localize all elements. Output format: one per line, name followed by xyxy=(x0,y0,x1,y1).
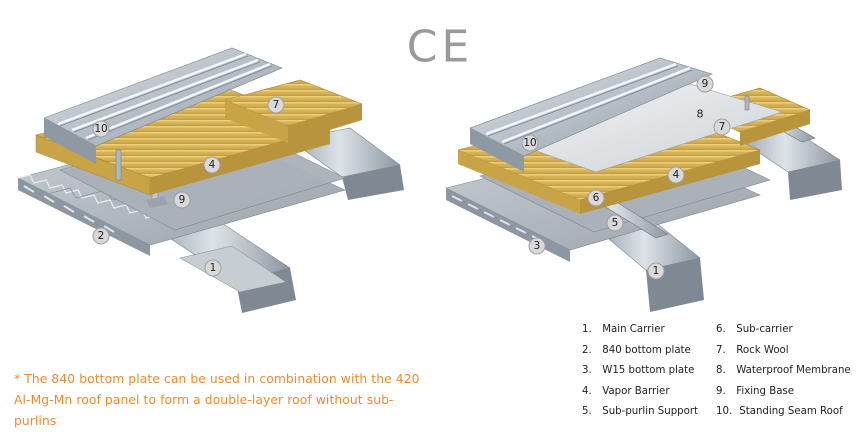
svg-text:4: 4 xyxy=(673,169,680,181)
legend-item: 4. Vapor Barrier xyxy=(582,385,670,397)
legend-column-left: 1. Main Carrier 2. 840 bottom plate 3. W… xyxy=(582,320,698,423)
legend-item: 3. W15 bottom plate xyxy=(582,365,695,376)
svg-text:6: 6 xyxy=(593,192,600,204)
legend-item: 6. Sub-carrier xyxy=(716,324,793,335)
svg-text:5: 5 xyxy=(612,217,619,229)
legend-item: 8. Waterproof Membrane xyxy=(716,365,851,376)
svg-text:9: 9 xyxy=(179,194,186,206)
callout-badge: 3 xyxy=(528,237,546,255)
callout-badge: 2 xyxy=(92,227,110,245)
svg-text:7: 7 xyxy=(273,99,280,111)
svg-text:10: 10 xyxy=(523,137,536,149)
callout-badge: 7 xyxy=(713,118,731,136)
legend-item: 2. 840 bottom plate xyxy=(582,344,691,356)
right-main-carrier-beams xyxy=(597,127,842,312)
callout-badge: 5 xyxy=(606,214,624,232)
svg-text:9: 9 xyxy=(702,78,709,90)
ce-mark-icon: CE xyxy=(407,22,474,73)
left-assembly xyxy=(17,47,404,313)
callout-badge: 4 xyxy=(203,156,221,174)
svg-text:CE: CE xyxy=(407,22,474,73)
svg-text:1: 1 xyxy=(653,265,660,277)
callout-badge: 1 xyxy=(647,262,665,280)
callout-badge: 9 xyxy=(696,75,714,93)
svg-text:2: 2 xyxy=(98,230,105,242)
callout-plain-number: 8 xyxy=(697,108,704,121)
svg-text:1: 1 xyxy=(210,262,217,274)
left-rock-wool xyxy=(35,79,363,196)
legend-item: 1. Main Carrier xyxy=(582,324,665,335)
legend-item: 5. Sub-purlin Support xyxy=(582,406,699,417)
svg-text:3: 3 xyxy=(534,240,541,252)
legend-item: 10. Standing Seam Roof xyxy=(716,406,843,417)
callout-badge: 4 xyxy=(667,166,685,184)
callout-badge: 10 xyxy=(521,134,539,152)
left-callouts: 10 7 4 9 2 1 xyxy=(92,96,285,277)
legend-column-right: 6. Sub-carrier 7. Rock Wool 8. Waterproo… xyxy=(716,320,851,423)
svg-text:7: 7 xyxy=(719,121,726,133)
bottom-plate-note: * The 840 bottom plate can be used in co… xyxy=(14,372,420,428)
right-assembly xyxy=(445,57,842,312)
callout-badge: 1 xyxy=(204,259,222,277)
svg-text:4: 4 xyxy=(209,159,216,171)
svg-text:10: 10 xyxy=(94,123,107,135)
right-standing-seam-roof xyxy=(469,57,750,172)
legend-item: 9. Fixing Base xyxy=(716,385,795,397)
callout-badge: 9 xyxy=(173,191,191,209)
legend-item: 7. Rock Wool xyxy=(716,344,789,356)
callout-badge: 6 xyxy=(587,189,605,207)
callout-badge: 7 xyxy=(267,96,285,114)
callout-badge: 10 xyxy=(92,120,110,138)
right-callouts: 9 8 7 10 4 6 5 3 1 xyxy=(521,75,731,280)
